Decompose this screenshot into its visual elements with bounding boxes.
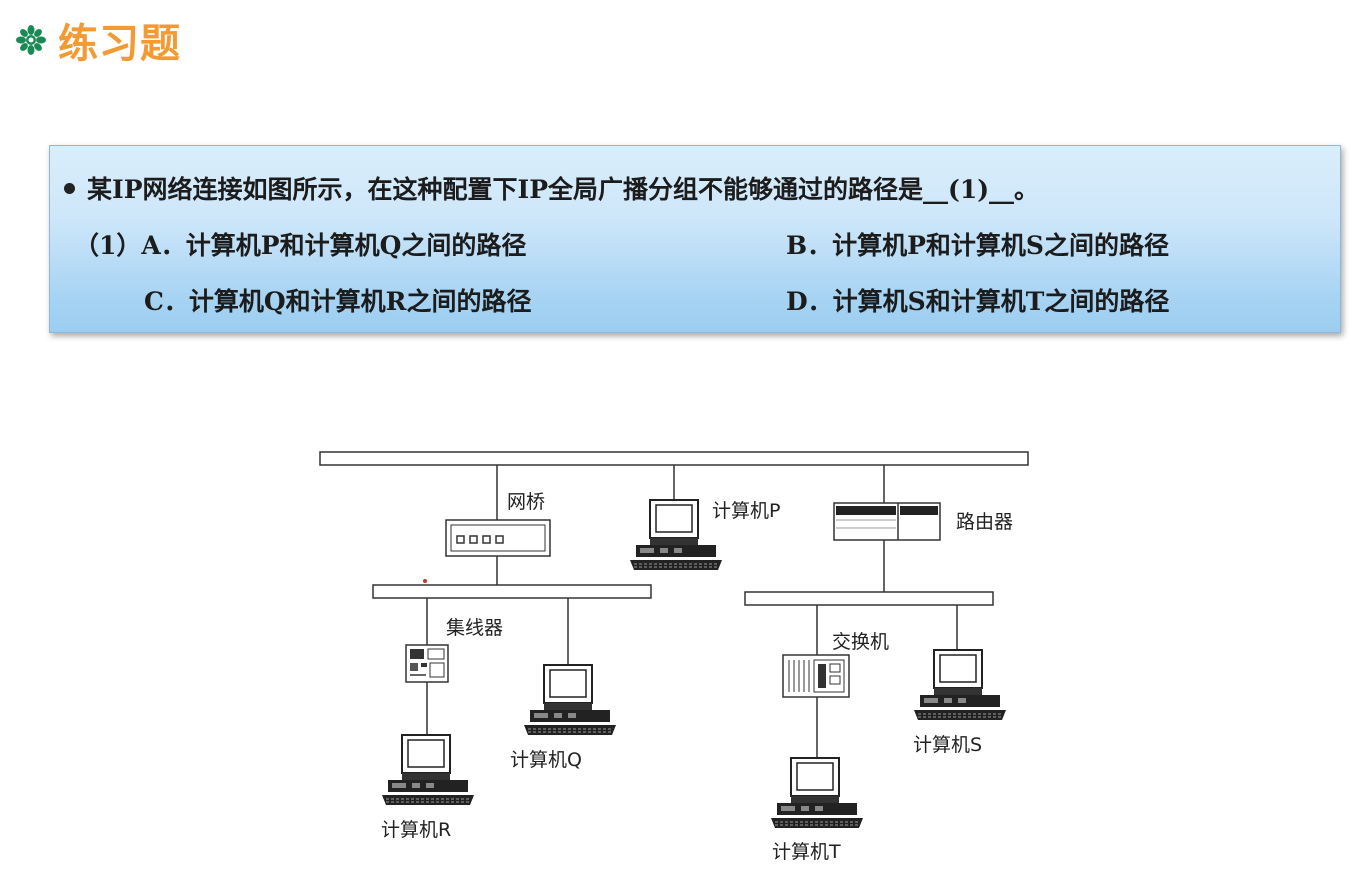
hub-label: 集线器	[446, 617, 503, 639]
main-backbone	[320, 452, 1028, 465]
switch-device	[783, 655, 849, 697]
right-segment	[745, 592, 993, 605]
router-label: 路由器	[956, 511, 1013, 533]
computer-q-label: 计算机Q	[510, 749, 582, 771]
computer-t-icon	[771, 758, 863, 828]
computer-s-label: 计算机S	[913, 734, 982, 756]
computer-t-label: 计算机T	[772, 841, 841, 863]
hub-device	[406, 645, 448, 682]
computer-p-label: 计算机P	[712, 500, 780, 522]
router-device	[834, 503, 940, 540]
computer-p-icon	[630, 500, 722, 570]
computer-s-icon	[914, 650, 1006, 720]
left-segment	[373, 585, 651, 598]
marker-dot	[423, 579, 427, 583]
computer-r-label: 计算机R	[381, 819, 451, 841]
computer-q-icon	[524, 665, 616, 735]
computer-r-icon	[382, 735, 474, 805]
switch-label: 交换机	[832, 631, 889, 653]
bridge-label: 网桥	[507, 491, 545, 513]
bridge-device	[446, 520, 550, 556]
